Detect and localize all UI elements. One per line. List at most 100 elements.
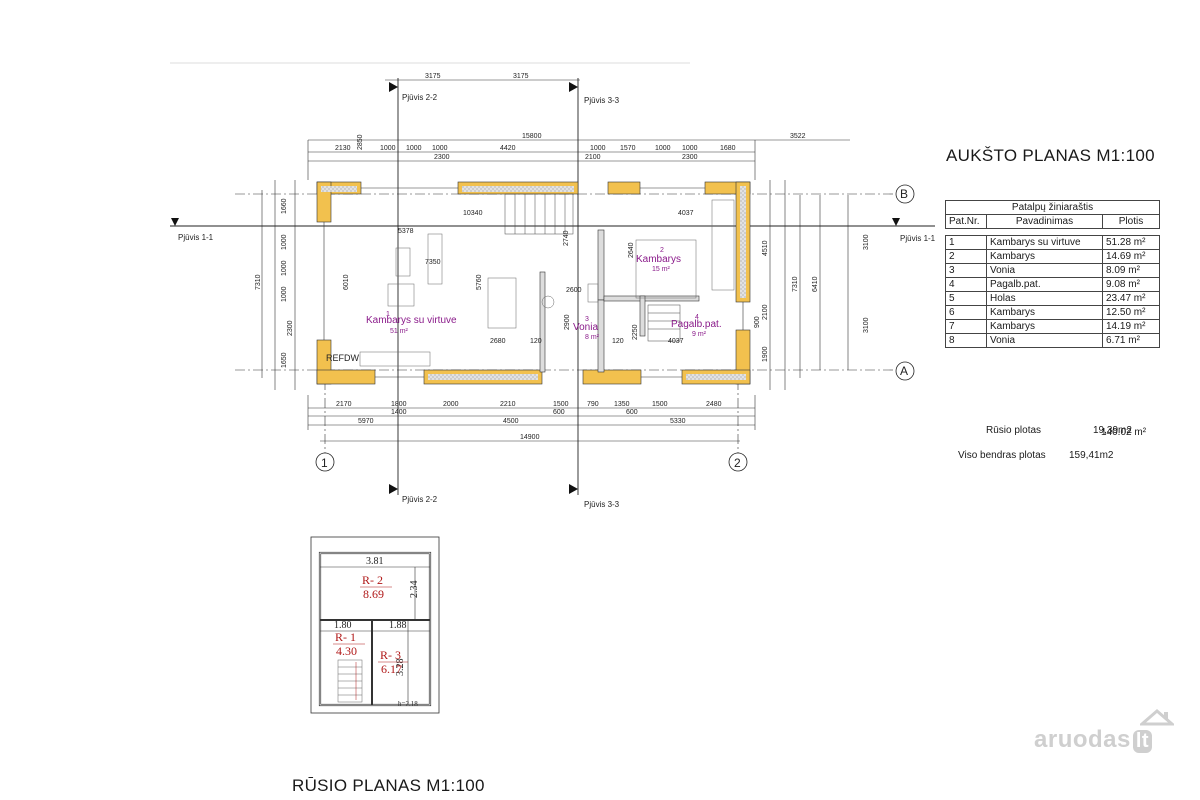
dim-bottom-1350: 1350 bbox=[614, 401, 630, 408]
dim-top-3175-a: 3175 bbox=[425, 73, 441, 80]
row-name: Kambarys bbox=[986, 319, 1103, 334]
furniture bbox=[359, 199, 735, 367]
dim-inner-2680: 2680 bbox=[490, 338, 506, 345]
dim-right-7310: 7310 bbox=[792, 276, 799, 292]
row-name: Pagalb.pat. bbox=[986, 277, 1103, 292]
room-3-number: 3 bbox=[585, 316, 589, 323]
room-1-area: 51 m² bbox=[390, 328, 409, 335]
row-nr: 5 bbox=[945, 291, 987, 306]
basement-room-r3-code: R- 3 bbox=[380, 648, 401, 662]
dim-top-1000-d: 1000 bbox=[590, 145, 606, 152]
dim-top-1570: 1570 bbox=[620, 145, 636, 152]
dim-inner-4037-a: 4037 bbox=[678, 210, 694, 217]
dim-left-2300: 2300 bbox=[287, 320, 294, 336]
dim-right-6410: 6410 bbox=[812, 276, 819, 292]
dim-left-1650: 1650 bbox=[281, 352, 288, 368]
interior-walls bbox=[539, 229, 700, 373]
axis-label-2: 2 bbox=[734, 456, 741, 470]
dim-bottom-1400: 1400 bbox=[391, 409, 407, 416]
row-nr: 8 bbox=[945, 333, 987, 348]
row-area: 14.19 m² bbox=[1102, 319, 1160, 334]
row-area: 23.47 m² bbox=[1102, 291, 1160, 306]
room-3-area: 8 m² bbox=[585, 334, 600, 341]
dim-bottom-600-b: 600 bbox=[626, 409, 638, 416]
row-area: 51.28 m² bbox=[1102, 235, 1160, 250]
dim-inner-7350: 7350 bbox=[425, 259, 441, 266]
dim-top-1680: 1680 bbox=[720, 145, 736, 152]
basement-room-r2-area: 8.69 bbox=[363, 587, 384, 601]
axis-label-a: A bbox=[900, 364, 908, 378]
dim-bottom-5970: 5970 bbox=[358, 418, 374, 425]
room-4-number: 4 bbox=[695, 314, 699, 321]
dim-left-1000-c: 1000 bbox=[281, 286, 288, 302]
dim-top-1000-c: 1000 bbox=[432, 145, 448, 152]
row-area: 12.50 m² bbox=[1102, 305, 1160, 320]
row-nr: 4 bbox=[945, 277, 987, 292]
dim-left-1000-a: 1000 bbox=[281, 234, 288, 250]
basement-room-r3-area: 6.17 bbox=[381, 662, 402, 676]
dim-inner-120-a: 120 bbox=[530, 338, 542, 345]
dim-inner-2600: 2600 bbox=[566, 287, 582, 294]
basement-plan bbox=[310, 536, 440, 714]
bottom-dimension-texts: 2170 1800 2000 2210 1500 790 1350 1500 2… bbox=[336, 401, 722, 441]
basement-area-value: 19,39m2 bbox=[1093, 425, 1132, 436]
dim-bottom-1800: 1800 bbox=[391, 401, 407, 408]
watermark-text: aruodas bbox=[1034, 726, 1131, 753]
basement-room-r1-code: R- 1 bbox=[335, 630, 356, 644]
inner-dimension-texts: 10340 5378 4037 7350 5760 2740 2640 2600… bbox=[398, 210, 694, 345]
room-2-name: Kambarys bbox=[636, 254, 681, 265]
left-dimension-texts: 1660 1000 1000 1000 2300 1650 7310 6010 bbox=[255, 198, 350, 368]
dim-bottom-5330: 5330 bbox=[670, 418, 686, 425]
dim-top-15800: 15800 bbox=[522, 133, 542, 140]
gross-area-value: 159,41m2 bbox=[1069, 450, 1114, 461]
row-name: Kambarys bbox=[986, 249, 1103, 264]
room-1-number: 1 bbox=[386, 311, 390, 318]
basement-dim-1-88: 1.88 bbox=[389, 620, 407, 631]
basement-plan-title: RŪSIO PLANAS M1:100 bbox=[292, 776, 485, 795]
room-1-name: Kambarys su virtuve bbox=[366, 315, 457, 326]
header-nr: Pat.Nr. bbox=[945, 214, 987, 229]
dim-bottom-14900: 14900 bbox=[520, 434, 540, 441]
watermark-suffix: lt bbox=[1132, 730, 1153, 753]
dim-bottom-2480: 2480 bbox=[706, 401, 722, 408]
dim-top-3175-b: 3175 bbox=[513, 73, 529, 80]
dim-right-3100-a: 3100 bbox=[863, 234, 870, 250]
dim-right-1900: 1900 bbox=[762, 346, 769, 362]
dim-bottom-1500-b: 1500 bbox=[652, 401, 668, 408]
axis-label-1: 1 bbox=[321, 456, 328, 470]
exterior-walls bbox=[316, 181, 751, 385]
dim-inner-2900: 2900 bbox=[564, 314, 571, 330]
basement-dim-3-28: 3.28 bbox=[395, 659, 406, 677]
row-name: Vonia bbox=[986, 333, 1103, 348]
dim-bottom-2170: 2170 bbox=[336, 401, 352, 408]
row-area: 6.71 m² bbox=[1102, 333, 1160, 348]
row-nr: 6 bbox=[945, 305, 987, 320]
dim-left-1660: 1660 bbox=[281, 198, 288, 214]
room-4-name: Pagalb.pat. bbox=[671, 319, 722, 330]
axis-label-b: B bbox=[900, 187, 908, 201]
basement-area-label: Rūsio plotas bbox=[986, 425, 1042, 436]
dim-inner-120-b: 120 bbox=[612, 338, 624, 345]
top-dimension-lines bbox=[307, 79, 850, 180]
cut-label-1-1-left: Pjūvis 1-1 bbox=[178, 233, 214, 242]
refrigerator-dishwasher-label: REFDW bbox=[326, 353, 359, 363]
top-dimension-texts: 3175 3175 15800 3522 2130 2850 1000 1000… bbox=[335, 73, 806, 161]
dim-top-2850: 2850 bbox=[357, 134, 364, 150]
room-2-number: 2 bbox=[660, 247, 664, 254]
cut-label-2-2-top: Pjūvis 2-2 bbox=[402, 93, 438, 102]
dim-inner-10340: 10340 bbox=[463, 210, 483, 217]
side-dimension-lines bbox=[261, 180, 849, 390]
dim-left-7310: 7310 bbox=[255, 274, 262, 290]
dim-top-2300-a: 2300 bbox=[434, 154, 450, 161]
dim-right-3100-b: 3100 bbox=[863, 317, 870, 333]
cut-lines bbox=[170, 78, 935, 495]
row-area: 8.09 m² bbox=[1102, 263, 1160, 278]
dim-top-2300-b: 2300 bbox=[682, 154, 698, 161]
dim-bottom-1500-a: 1500 bbox=[553, 401, 569, 408]
